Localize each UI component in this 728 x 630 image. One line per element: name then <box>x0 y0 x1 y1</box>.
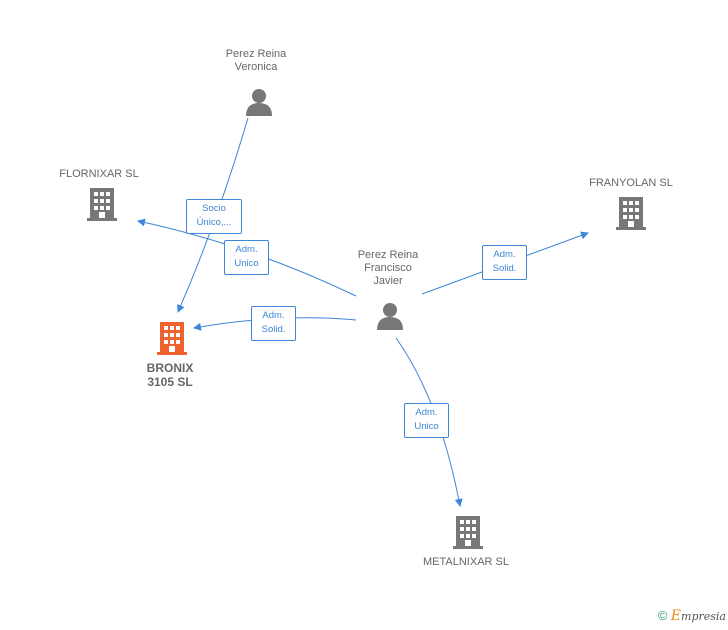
brand-logo-initial: E <box>670 608 682 624</box>
building-icon-bronix <box>157 322 187 355</box>
node-label-franyolan[interactable]: FRANYOLAN SL <box>589 177 673 189</box>
edge-label-francisco-bronix[interactable]: Adm. Solid. <box>251 306 296 341</box>
brand-logo-text: mpresia <box>681 610 726 623</box>
edge-label-veronica-bronix[interactable]: Socio Único,... <box>186 199 242 234</box>
copyright-icon: © <box>657 608 668 623</box>
node-label-bronix[interactable]: BRONIX 3105 SL <box>146 361 194 389</box>
node-label-veronica[interactable]: Perez Reina Veronica <box>225 48 287 73</box>
node-label-metalnixar[interactable]: METALNIXAR SL <box>423 556 509 568</box>
edge-label-francisco-flornixar[interactable]: Adm. Unico <box>224 240 269 275</box>
building-icon-metalnixar <box>453 516 483 549</box>
building-icon-franyolan <box>616 197 646 230</box>
person-icon-veronica <box>246 89 272 116</box>
brand-footer: © Empresia <box>658 608 726 624</box>
edge-label-francisco-metalnixar[interactable]: Adm. Unico <box>404 403 449 438</box>
building-icon-flornixar <box>87 188 117 221</box>
node-label-francisco[interactable]: Perez Reina Francisco Javier <box>357 249 419 287</box>
node-label-flornixar[interactable]: FLORNIXAR SL <box>59 168 139 180</box>
person-icon-francisco <box>377 303 403 330</box>
edge-label-francisco-franyolan[interactable]: Adm. Solid. <box>482 245 527 280</box>
